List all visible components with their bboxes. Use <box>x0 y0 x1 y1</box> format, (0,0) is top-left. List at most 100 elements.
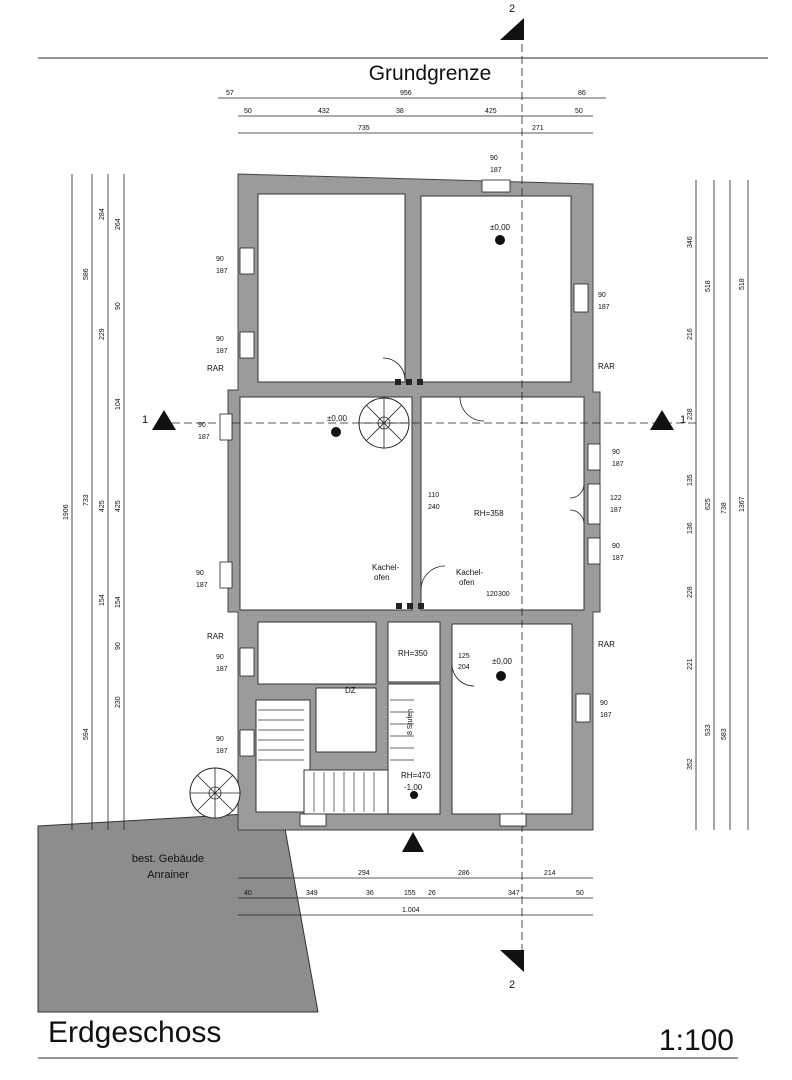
room-height-stair: RH=470 <box>401 771 431 780</box>
stairs <box>258 699 414 812</box>
room-top-right <box>420 195 572 383</box>
svg-text:187: 187 <box>612 555 624 562</box>
svg-text:187: 187 <box>490 167 502 174</box>
svg-text:738: 738 <box>721 502 728 514</box>
scale-label: 1:100 <box>659 1024 734 1057</box>
svg-text:284: 284 <box>99 208 106 220</box>
room-stair-center <box>387 683 441 815</box>
svg-text:90: 90 <box>216 736 224 743</box>
room-bottom-left <box>257 621 377 685</box>
svg-text:187: 187 <box>198 434 210 441</box>
svg-text:26: 26 <box>428 890 436 897</box>
neighbor-building <box>37 811 319 1013</box>
svg-text:286: 286 <box>458 870 470 877</box>
svg-text:733: 733 <box>83 494 90 506</box>
svg-text:187: 187 <box>216 666 228 673</box>
svg-text:122: 122 <box>610 495 622 502</box>
section-label-2-top: 2 <box>509 3 515 15</box>
level-stair: -1,00 <box>404 783 423 792</box>
svg-text:90: 90 <box>216 256 224 263</box>
floor-title: Erdgeschoss <box>48 1016 221 1049</box>
svg-text:187: 187 <box>600 712 612 719</box>
svg-text:120: 120 <box>486 591 498 598</box>
room-dz <box>315 687 377 753</box>
svg-text:110: 110 <box>428 492 439 499</box>
room-bottom-right <box>451 623 573 815</box>
section-marker-2-top <box>500 18 524 40</box>
neighbor-label-line1: best. Gebäude <box>132 853 204 865</box>
svg-text:1.004: 1.004 <box>402 907 420 914</box>
level-top-right: ±0,00 <box>490 223 511 232</box>
section-marker-2-bottom <box>500 950 524 972</box>
svg-text:228: 228 <box>687 586 694 598</box>
svg-text:204: 204 <box>458 664 470 671</box>
room-staircase-bottom <box>303 769 389 815</box>
svg-text:432: 432 <box>318 108 330 115</box>
svg-text:136: 136 <box>687 522 694 534</box>
level-bottom-right: ±0,00 <box>492 657 513 666</box>
svg-text:187: 187 <box>612 461 624 468</box>
section-label-2-bottom: 2 <box>509 979 515 991</box>
dimension-text: 57 956 86 50 432 38 425 50 735 271 294 2… <box>63 90 746 914</box>
svg-text:956: 956 <box>400 90 412 97</box>
svg-text:50: 50 <box>576 890 584 897</box>
svg-text:594: 594 <box>83 728 90 740</box>
svg-text:518: 518 <box>705 280 712 292</box>
svg-text:425: 425 <box>485 108 497 115</box>
svg-text:125: 125 <box>458 653 470 660</box>
room-height-hall: RH=350 <box>398 649 428 658</box>
svg-text:90: 90 <box>196 570 204 577</box>
rar-left-bottom: RAR <box>207 632 224 641</box>
room-center-right <box>420 396 585 611</box>
rooms <box>239 193 585 815</box>
svg-text:90: 90 <box>198 422 206 429</box>
svg-text:40: 40 <box>244 890 252 897</box>
stove-label-1b: ofen <box>374 573 390 582</box>
svg-text:187: 187 <box>216 348 228 355</box>
opening-labels: 90 187 90 187 90 187 90 187 90 187 122 1… <box>196 155 624 755</box>
svg-text:38: 38 <box>396 108 404 115</box>
level-markers <box>331 235 506 799</box>
boundary-label: Grundgrenze <box>369 62 492 85</box>
svg-text:187: 187 <box>216 748 228 755</box>
svg-text:187: 187 <box>216 268 228 275</box>
svg-text:238: 238 <box>687 408 694 420</box>
svg-text:90: 90 <box>115 302 122 310</box>
rar-right-bottom: RAR <box>598 640 615 649</box>
svg-text:36: 36 <box>366 890 374 897</box>
svg-text:90: 90 <box>115 642 122 650</box>
svg-text:625: 625 <box>705 498 712 510</box>
svg-text:229: 229 <box>99 328 106 340</box>
section-marker-1-right <box>650 410 674 430</box>
svg-text:425: 425 <box>115 500 122 512</box>
svg-text:90: 90 <box>216 654 224 661</box>
svg-text:90: 90 <box>490 155 498 162</box>
svg-text:1367: 1367 <box>739 496 746 512</box>
svg-text:240: 240 <box>428 504 440 511</box>
svg-text:57: 57 <box>226 90 234 97</box>
svg-text:154: 154 <box>115 596 122 608</box>
svg-text:155: 155 <box>404 890 416 897</box>
svg-text:90: 90 <box>600 700 608 707</box>
rar-left-top: RAR <box>207 364 224 373</box>
room-height-center: RH=358 <box>474 509 504 518</box>
svg-text:221: 221 <box>687 658 694 670</box>
svg-text:187: 187 <box>598 304 610 311</box>
svg-text:352: 352 <box>687 758 694 770</box>
svg-text:425: 425 <box>99 500 106 512</box>
stove-label-2a: Kachel- <box>456 568 483 577</box>
svg-text:533: 533 <box>705 724 712 736</box>
svg-text:154: 154 <box>99 594 106 606</box>
section-label-1-right: 1 <box>680 414 686 426</box>
level-center-left: ±0,00 <box>327 414 348 423</box>
svg-text:294: 294 <box>358 870 370 877</box>
svg-text:90: 90 <box>612 543 620 550</box>
svg-text:104: 104 <box>115 398 122 410</box>
svg-text:135: 135 <box>687 474 694 486</box>
dz-label: DZ <box>345 686 356 695</box>
chimney-flues <box>395 379 424 609</box>
svg-text:349: 349 <box>306 890 318 897</box>
room-top-left <box>257 193 406 383</box>
room-hall <box>387 621 441 683</box>
